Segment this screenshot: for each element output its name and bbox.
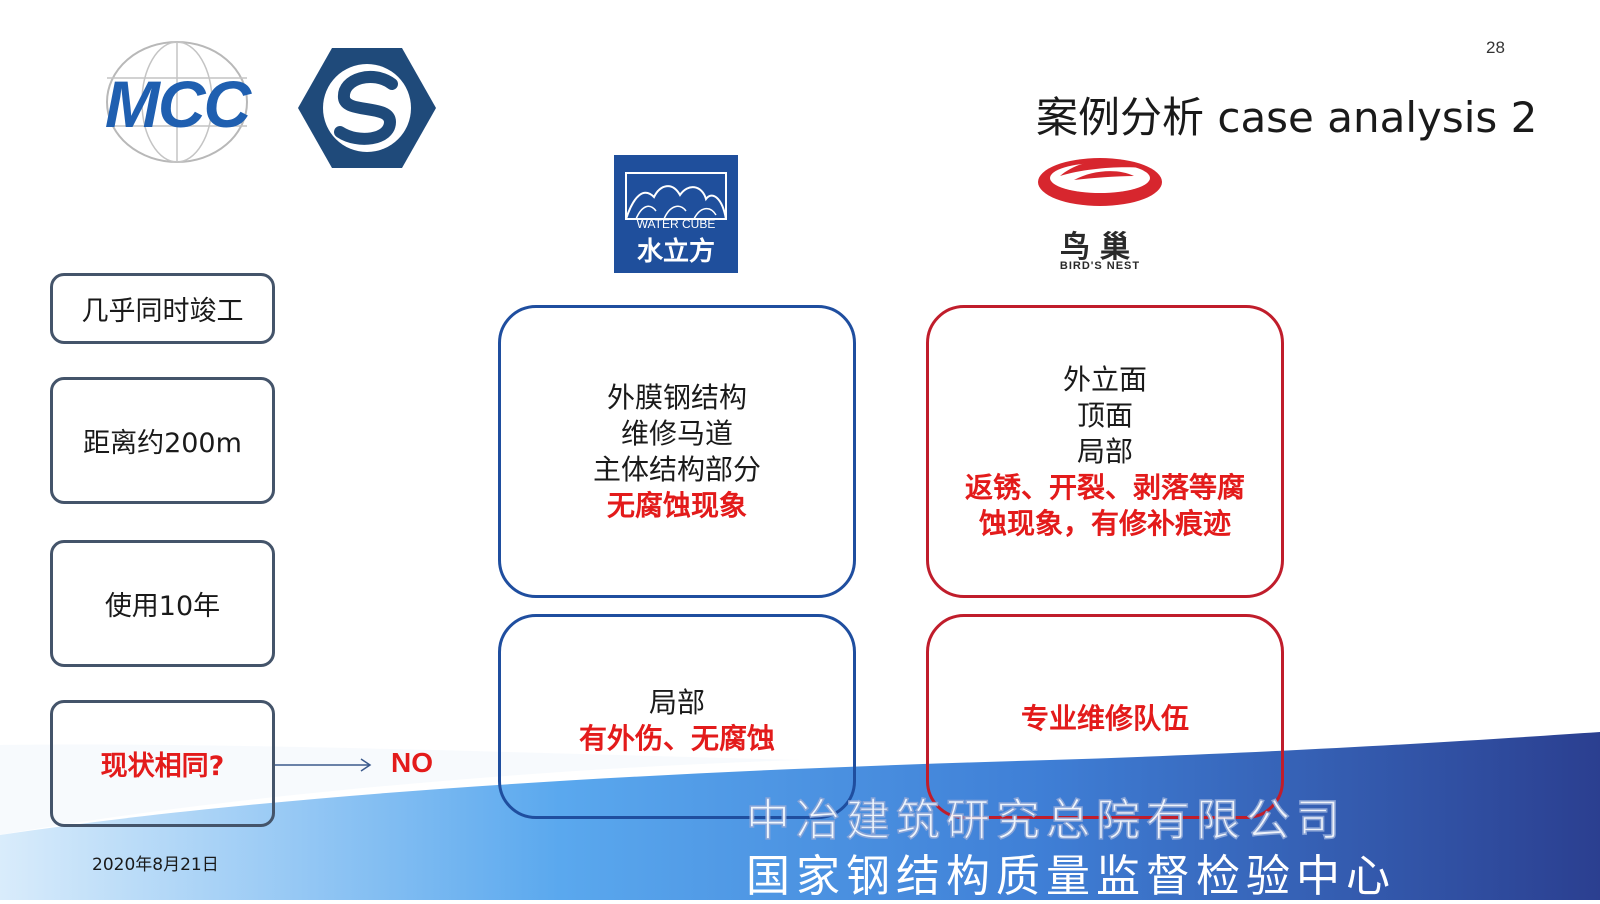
left-item-label: 距离约200m [83, 428, 242, 459]
damage-line: 局部 [648, 686, 705, 719]
left-item-label: 使用10年 [104, 591, 221, 622]
maintenance-highlight: 专业维修队伍 [1020, 702, 1189, 735]
left-item-label: 几乎同时竣工 [81, 296, 244, 327]
footer-company-line1: 中冶建筑研究总院有限公司 [745, 795, 1346, 846]
question-label: 现状相同? [100, 751, 225, 782]
condition-line: 局部 [1076, 434, 1133, 468]
globe-icon [106, 41, 248, 163]
condition-highlight: 无腐蚀现象 [606, 488, 747, 522]
birds-nest-icon [1038, 158, 1162, 206]
birds-nest-condition-box: 外立面 顶面 局部 返锈、开裂、剥落等腐 蚀现象，有修补痕迹 [926, 305, 1284, 598]
water-cube-pattern-icon [625, 172, 727, 220]
left-item-question: 现状相同? [50, 700, 275, 827]
hexagon-logo-icon [298, 48, 436, 168]
answer-no: NO [391, 747, 433, 778]
birds-nest-en: BIRD'S NEST [1059, 260, 1141, 272]
condition-highlight: 蚀现象，有修补痕迹 [978, 506, 1231, 540]
arrow-icon [275, 758, 372, 772]
birds-nest-maintenance-box: 专业维修队伍 [926, 614, 1284, 819]
page-title: 案例分析 case analysis 2 [1036, 93, 1538, 142]
birds-nest-logo: 鸟巢 BIRD'S NEST [1030, 146, 1170, 278]
condition-line: 维修马道 [620, 416, 733, 450]
water-cube-damage-box: 局部 有外伤、无腐蚀 [498, 614, 856, 819]
left-item-usage: 使用10年 [50, 540, 275, 667]
water-cube-condition-box: 外膜钢结构 维修马道 主体结构部分 无腐蚀现象 [498, 305, 856, 598]
footer-company-line2: 国家钢结构质量监督检验中心 [746, 852, 1396, 901]
footer-date: 2020年8月21日 [92, 855, 219, 875]
water-cube-logo: WATER CUBE 水立方 [614, 155, 738, 273]
condition-highlight: 返锈、开裂、剥落等腐 [964, 470, 1245, 504]
damage-highlight: 有外伤、无腐蚀 [578, 722, 775, 755]
page-number: 28 [1486, 38, 1505, 57]
water-cube-cn: 水立方 [636, 237, 715, 267]
condition-line: 外膜钢结构 [606, 380, 747, 414]
left-item-completion: 几乎同时竣工 [50, 273, 275, 344]
birds-nest-cn: 鸟巢 [1060, 230, 1140, 265]
mcc-logo: MCC [80, 38, 274, 166]
condition-line: 主体结构部分 [592, 452, 761, 486]
mcc-logo-text: MCC [104, 67, 251, 141]
condition-line: 顶面 [1076, 398, 1133, 432]
left-item-distance: 距离约200m [50, 377, 275, 504]
condition-line: 外立面 [1062, 362, 1147, 396]
water-cube-en: WATER CUBE [636, 217, 716, 231]
